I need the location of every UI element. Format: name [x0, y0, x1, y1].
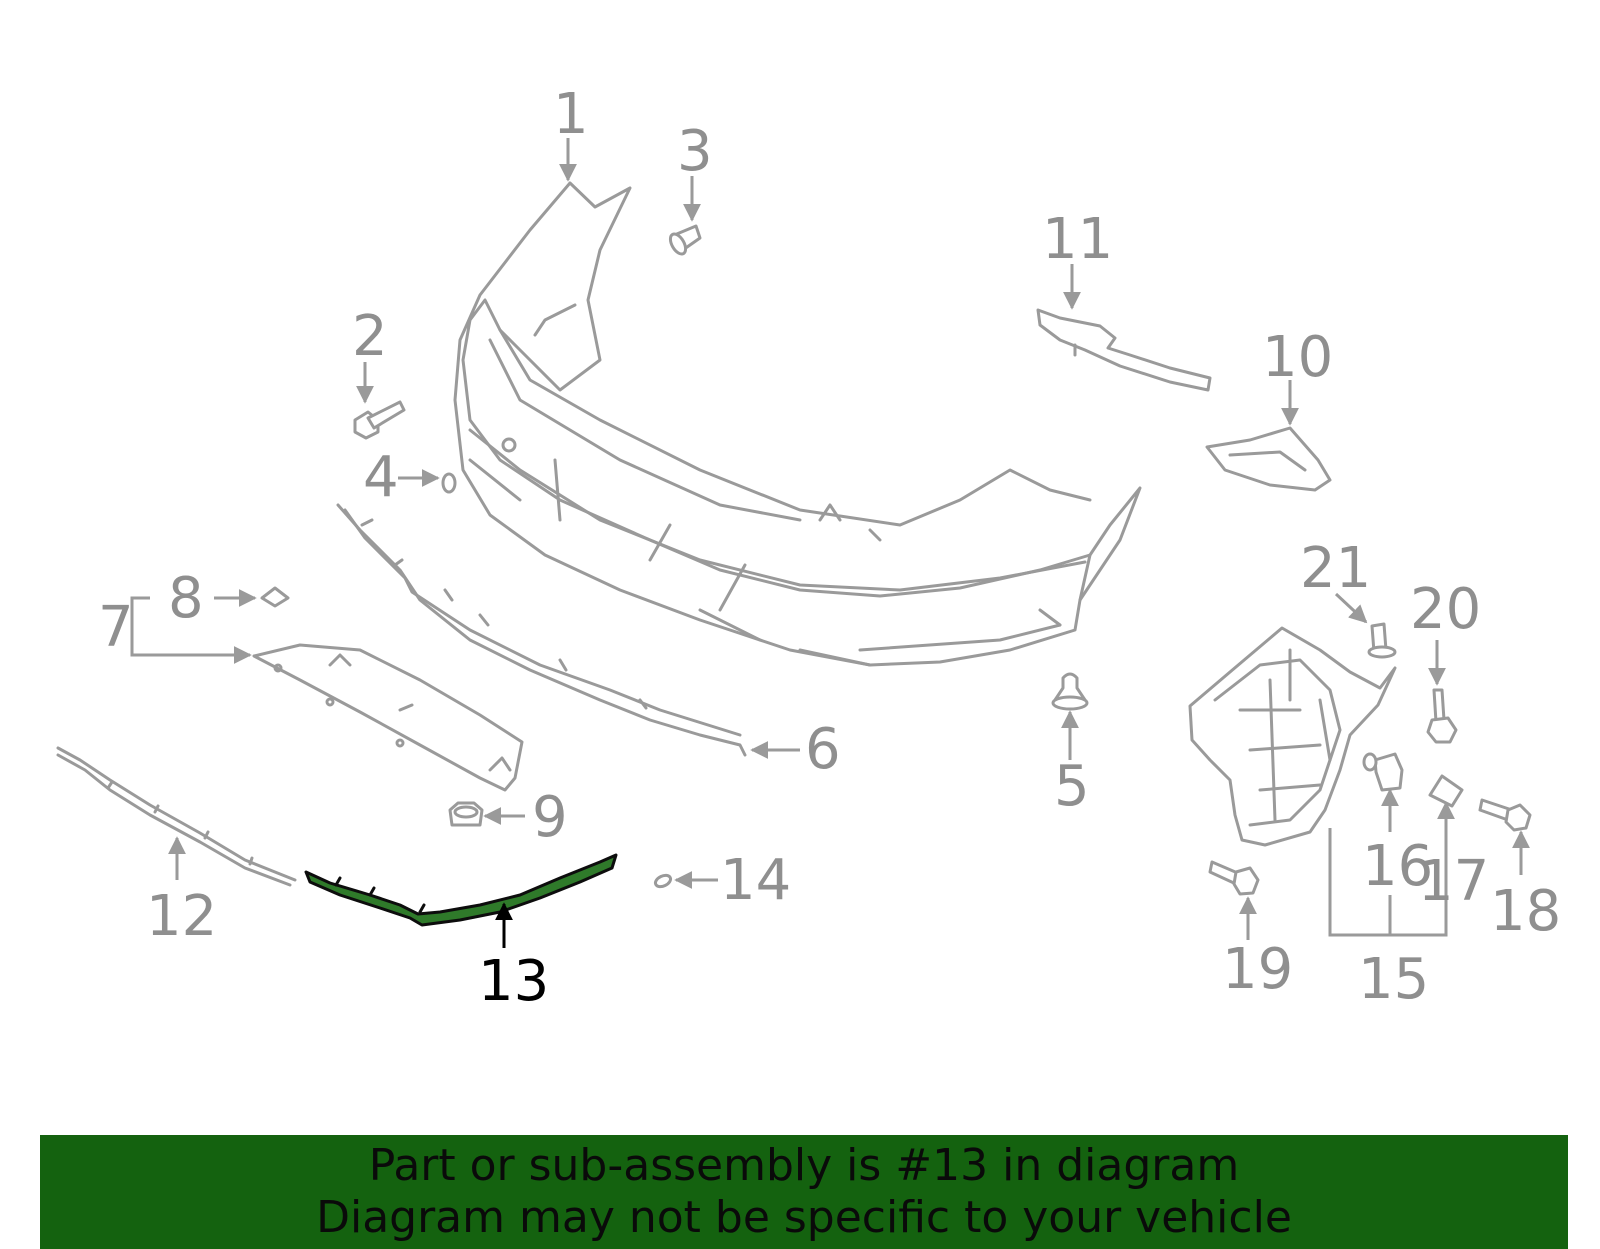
nut-part-16 — [1362, 752, 1404, 792]
bolt-part-19 — [1208, 860, 1260, 896]
plug-part-4 — [441, 472, 457, 494]
callout-5: 5 — [1054, 754, 1090, 819]
callout-13: 13 — [478, 949, 549, 1014]
callout-2: 2 — [352, 304, 388, 369]
bolt-part-2 — [353, 400, 406, 440]
push-pin-part-21 — [1367, 622, 1397, 659]
leader-lines — [130, 138, 1530, 948]
callout-4: 4 — [363, 445, 399, 510]
callout-3: 3 — [677, 119, 713, 184]
callout-1: 1 — [553, 82, 589, 147]
trim-panel-part-7 — [252, 643, 524, 792]
bolt-part-18 — [1478, 798, 1532, 832]
plug-part-14 — [653, 873, 673, 889]
lower-strip-part-6 — [336, 503, 747, 757]
side-support-part-15 — [1188, 626, 1397, 847]
push-clip-part-5 — [1051, 672, 1089, 711]
side-bracket-part-11 — [1036, 308, 1212, 392]
bracket-part-10 — [1205, 426, 1332, 492]
clip-part-3 — [668, 224, 702, 256]
callout-6: 6 — [805, 717, 841, 782]
callout-10: 10 — [1262, 325, 1333, 390]
callout-12: 12 — [146, 884, 217, 949]
clip-part-8 — [260, 586, 290, 608]
bumper-cover-part — [453, 181, 1142, 667]
callout-9: 9 — [532, 785, 568, 850]
callout-18: 18 — [1490, 879, 1561, 944]
callout-14: 14 — [720, 848, 791, 913]
callout-20: 20 — [1410, 577, 1481, 642]
lower-molding-part-12 — [56, 746, 297, 887]
nut-part-9 — [448, 801, 484, 827]
banner-line-1: Part or sub-assembly is #13 in diagram — [368, 1140, 1240, 1191]
callout-15: 15 — [1358, 947, 1429, 1012]
callout-19: 19 — [1222, 937, 1293, 1002]
banner-line-2: Diagram may not be specific to your vehi… — [316, 1192, 1292, 1243]
callout-17: 17 — [1418, 849, 1489, 914]
callout-21: 21 — [1300, 536, 1371, 601]
info-banner: Part or sub-assembly is #13 in diagram D… — [40, 1135, 1568, 1249]
speed-nut-part-17 — [1428, 774, 1464, 808]
callout-16: 16 — [1362, 834, 1433, 899]
callout-8: 8 — [168, 566, 204, 631]
bolt-part-20 — [1426, 688, 1458, 744]
callout-7: 7 — [98, 595, 134, 660]
highlighted-molding-part-13 — [304, 853, 618, 927]
callout-11: 11 — [1042, 207, 1113, 272]
